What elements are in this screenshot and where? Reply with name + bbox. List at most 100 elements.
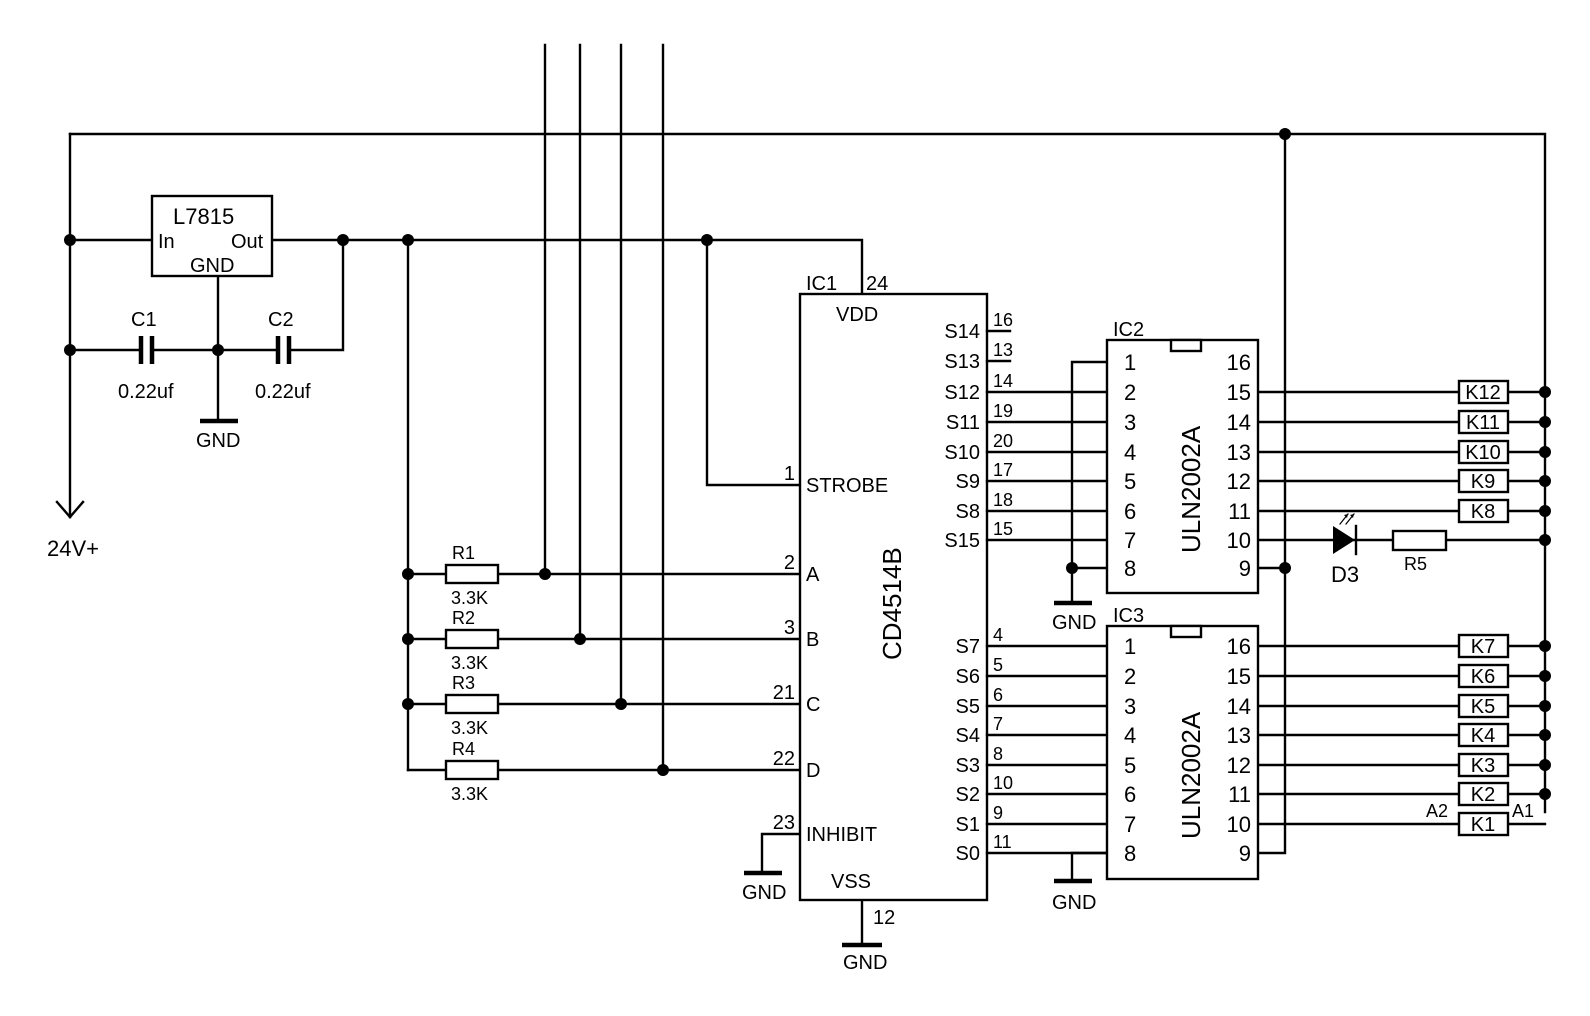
capacitor-ref: C2 (268, 309, 294, 331)
driver-pin-number: 10 (1227, 528, 1251, 553)
ground-label: GND (196, 430, 240, 452)
led-ref: D3 (1331, 562, 1359, 587)
ground-symbol: GND (1052, 600, 1096, 634)
regulator-in-label: In (158, 231, 175, 253)
relay-label: K7 (1471, 636, 1495, 658)
regulator-gnd-label: GND (190, 255, 234, 277)
ic1-pin-name: C (806, 694, 820, 716)
ic1-pin-number: 3 (784, 617, 795, 639)
relay-label: K8 (1471, 501, 1495, 523)
capacitor-ref: C1 (131, 309, 157, 331)
relay-coil-body (1457, 409, 1510, 435)
relay-label: K9 (1471, 471, 1495, 493)
driver-pin-number: 3 (1124, 694, 1136, 719)
ic1-pin-number: 6 (993, 685, 1003, 705)
driver-pin-number: 12 (1227, 469, 1251, 494)
relay-coil: K7 (1457, 633, 1510, 659)
ic1-decoder: IC1 24 VDD VSS 12 CD4514B STROBE1A2B3C21… (773, 273, 1109, 929)
ic1-pin-name: S14 (944, 321, 980, 343)
ground-symbol: GND (842, 942, 887, 974)
driver-pin-number: 5 (1124, 753, 1136, 778)
relay-coil: K12 (1457, 379, 1510, 405)
driver-ic-part-name: ULN2002A (1176, 425, 1206, 553)
relay-coil-body (1457, 722, 1510, 748)
capacitor-value: 0.22uf (118, 381, 174, 403)
ic1-pin-name: S15 (944, 530, 980, 552)
relay-label: K11 (1466, 412, 1500, 434)
driver-pin-number: 6 (1124, 782, 1136, 807)
relay-coil-body (1457, 498, 1510, 524)
driver-ic-body (1105, 338, 1260, 595)
ground-label: GND (1052, 612, 1096, 634)
ic1-pin-name: S4 (956, 725, 980, 747)
resistor-ref: R2 (452, 608, 475, 628)
relay-coil-body (1457, 439, 1510, 465)
driver-pin-number: 7 (1124, 812, 1136, 837)
relay-coil-body (1457, 633, 1510, 659)
ic1-pin-number: 4 (993, 625, 1003, 645)
driver-pin-number: 9 (1239, 556, 1251, 581)
ground-symbol: GND (1052, 878, 1096, 914)
ic1-pin-name: S7 (956, 636, 980, 658)
ic1-pin-number: 7 (993, 714, 1003, 734)
ic1-pin-name: S6 (956, 666, 980, 688)
relay-coil: K11 (1457, 409, 1510, 435)
driver-pin-number: 15 (1227, 664, 1251, 689)
ic1-pin-number: 5 (993, 655, 1003, 675)
driver-pin-number: 15 (1227, 380, 1251, 405)
ic1-pin-number: 16 (993, 310, 1013, 330)
ground-label: GND (1052, 892, 1096, 914)
resistor-value: 3.3K (451, 653, 488, 673)
resistor-ref: R1 (452, 543, 475, 563)
resistor-ref: R4 (452, 739, 475, 759)
relay-coil: K9 (1457, 468, 1510, 494)
relay-coil: K2 (1457, 781, 1510, 807)
driver-pin-number: 8 (1124, 556, 1136, 581)
ic1-pin-number: 1 (784, 463, 795, 485)
resistor-r2: R2 3.3K (444, 608, 500, 673)
driver-pin-number: 5 (1124, 469, 1136, 494)
relay-terminal-a1: A1 (1512, 801, 1534, 821)
ic1-pin-number: 23 (773, 812, 795, 834)
capacitor-c1: C1 0.22uf (118, 309, 174, 403)
relay-label: K3 (1471, 755, 1495, 777)
relay-label: K6 (1471, 666, 1495, 688)
resistor-value: 3.3K (451, 588, 488, 608)
relay-coil-body (1457, 811, 1510, 837)
regulator-name: L7815 (173, 204, 234, 229)
ic1-pin-name: INHIBIT (806, 824, 877, 846)
relay-coil: K5 (1457, 693, 1510, 719)
driver-pin-number: 9 (1239, 841, 1251, 866)
driver-pin-number: 13 (1227, 440, 1251, 465)
driver-ic-ref: IC3 (1113, 605, 1144, 627)
ic1-pin-name: S5 (956, 696, 980, 718)
relay-coil: K3 (1457, 752, 1510, 778)
relay-coil: K4 (1457, 722, 1510, 748)
ic1-pin-name: S2 (956, 784, 980, 806)
relay-coil: K1 (1457, 811, 1510, 837)
relay-label: K5 (1471, 696, 1495, 718)
driver-pin-number: 14 (1227, 694, 1251, 719)
ic1-pin-name: D (806, 760, 820, 782)
driver-pin-number: 11 (1228, 499, 1251, 524)
ic1-pin-name: S12 (944, 382, 980, 404)
ic1-pin-name: STROBE (806, 475, 888, 497)
driver-pin-number: 4 (1124, 440, 1136, 465)
ic1-vdd-pin: 24 (866, 273, 888, 295)
ic1-pin-number: 22 (773, 748, 795, 770)
driver-pin-number: 2 (1124, 664, 1136, 689)
ic1-pin-name: S9 (956, 471, 980, 493)
supply-label: 24V+ (47, 536, 99, 561)
voltage-regulator: L7815 In Out GND (150, 194, 274, 278)
ic1-pin-name: B (806, 629, 819, 651)
relay-coil: K6 (1457, 663, 1510, 689)
relay-label: K12 (1465, 382, 1501, 404)
relay-label: K10 (1465, 442, 1501, 464)
relay-label: K4 (1471, 725, 1495, 747)
driver-ic-part-name: ULN2002A (1176, 711, 1206, 839)
relay-coil-body (1457, 781, 1510, 807)
driver-pin-number: 16 (1227, 350, 1251, 375)
driver-pin-number: 12 (1227, 753, 1251, 778)
